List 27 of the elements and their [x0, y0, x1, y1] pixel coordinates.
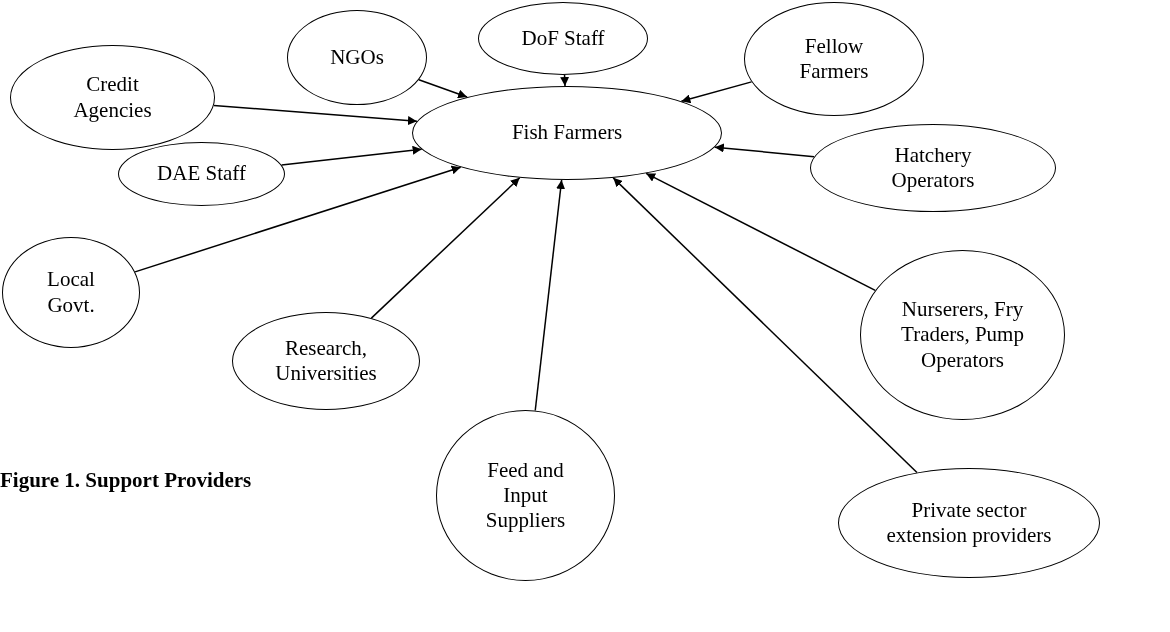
- node-label: Feed and Input Suppliers: [484, 457, 567, 534]
- node-label: Nurserers, Fry Traders, Pump Operators: [900, 297, 1025, 373]
- arrow: [134, 165, 462, 273]
- node-label: Fellow Farmers: [798, 33, 870, 85]
- node-label: Research, Universities: [274, 335, 378, 387]
- node-label: Credit Agencies: [72, 72, 153, 123]
- figure-caption: Figure 1. Support Providers: [0, 468, 252, 493]
- arrow: [645, 172, 876, 292]
- node-label: DAE Staff: [157, 161, 246, 187]
- node-label: Hatchery Operators: [890, 142, 976, 194]
- arrow: [612, 177, 918, 474]
- node-label: DoF Staff: [521, 25, 605, 52]
- arrow: [418, 79, 468, 99]
- arrow: [213, 104, 418, 126]
- node-label: NGOs: [330, 44, 384, 71]
- arrow: [560, 74, 570, 87]
- ellipse-node: [436, 410, 615, 581]
- arrow: [680, 81, 753, 104]
- arrow: [714, 143, 815, 158]
- ellipse-node: [2, 237, 140, 348]
- node-label: Private sector extension providers: [885, 497, 1053, 549]
- arrow: [534, 179, 566, 412]
- node-label: Local Govt.: [46, 267, 96, 318]
- arrow: [280, 145, 423, 166]
- node-label: Fish Farmers: [511, 120, 623, 146]
- arrow: [370, 177, 521, 319]
- ellipse-node: [287, 10, 427, 105]
